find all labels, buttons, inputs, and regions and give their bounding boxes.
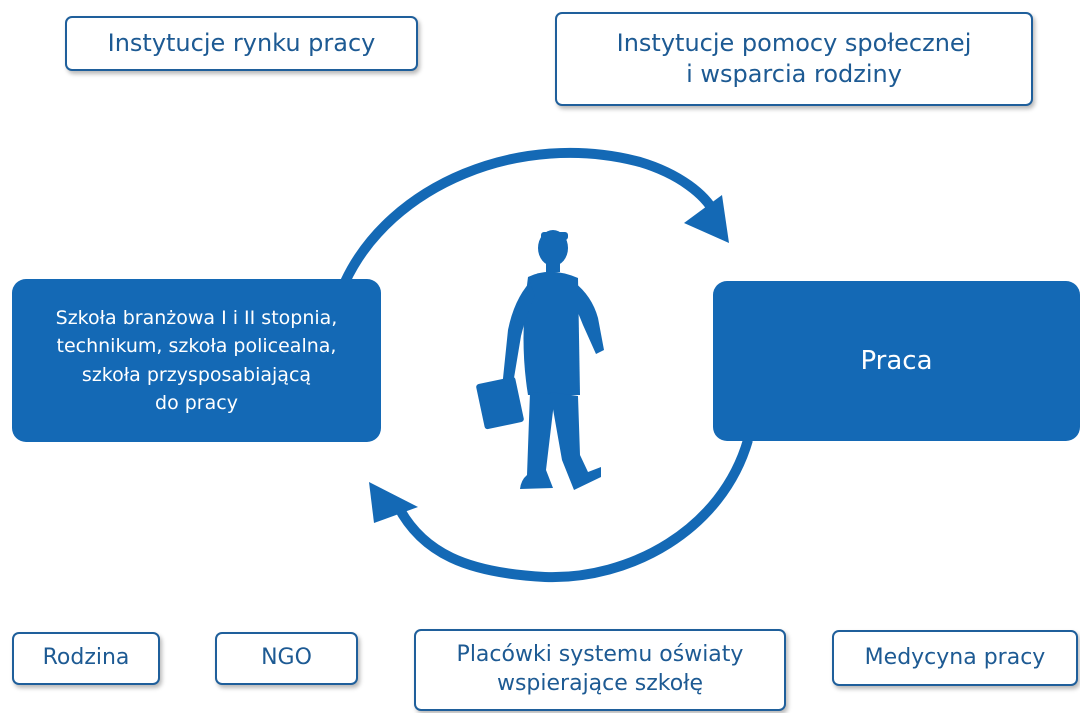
education-support-label: Placówki systemu oświaty wspierające szk… bbox=[456, 642, 744, 696]
labor-market-institutions-label: Instytucje rynku pracy bbox=[107, 28, 376, 57]
school-box: Szkoła branżowa I i II stopnia, techniku… bbox=[12, 279, 381, 442]
family-box: Rodzina bbox=[12, 632, 160, 685]
work-label: Praca bbox=[860, 346, 933, 376]
family-label: Rodzina bbox=[42, 645, 130, 671]
upper-arrow-arc bbox=[340, 147, 719, 285]
school-label: Szkoła branżowa I i II stopnia, techniku… bbox=[55, 306, 338, 415]
social-support-institutions-label: Instytucje pomocy społecznej i wsparcia … bbox=[616, 28, 972, 88]
occupational-medicine-label: Medycyna pracy bbox=[864, 644, 1046, 670]
occupational-medicine-box: Medycyna pracy bbox=[832, 630, 1078, 686]
circular-cycle-arrows-icon bbox=[340, 147, 753, 583]
ngo-box: NGO bbox=[215, 632, 358, 685]
social-support-institutions-box: Instytucje pomocy społecznej i wsparcia … bbox=[555, 12, 1033, 106]
lower-arrow-arc bbox=[390, 438, 753, 583]
upper-arrow-head bbox=[684, 195, 729, 243]
ngo-label: NGO bbox=[261, 645, 312, 671]
lower-arrow-head bbox=[369, 482, 418, 523]
labor-market-institutions-box: Instytucje rynku pracy bbox=[65, 16, 418, 71]
education-support-box: Placówki systemu oświaty wspierające szk… bbox=[414, 629, 786, 711]
work-box: Praca bbox=[713, 281, 1080, 441]
walking-person-with-briefcase-icon bbox=[476, 230, 604, 490]
